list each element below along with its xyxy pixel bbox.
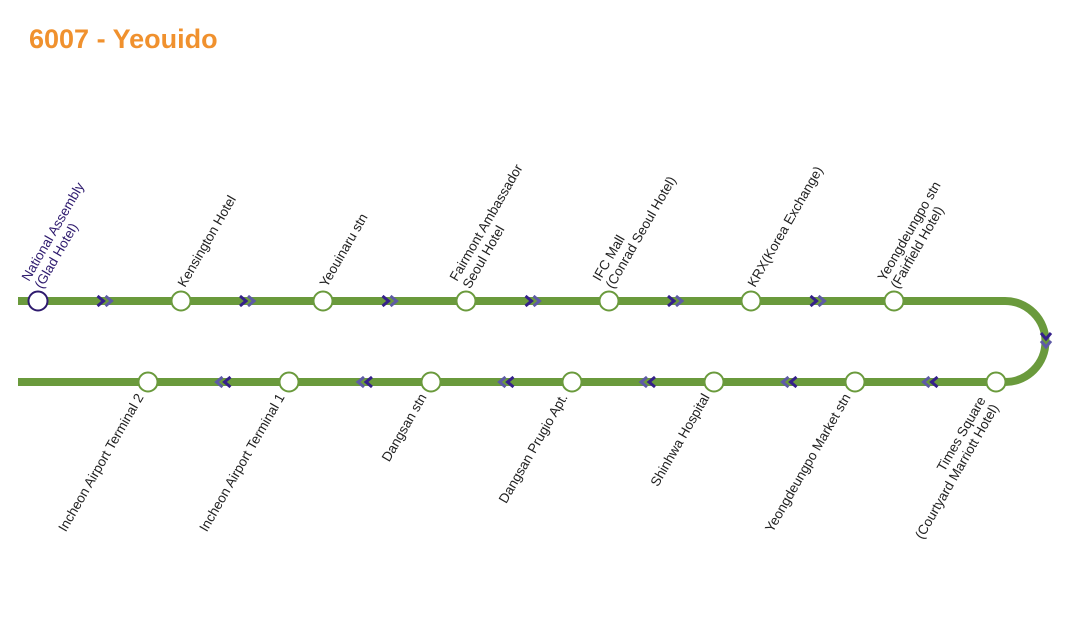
station-marker[interactable]	[985, 371, 1007, 393]
station-marker[interactable]	[137, 371, 159, 393]
station-marker[interactable]	[740, 290, 762, 312]
station-label: Yeouinaru stn	[317, 211, 371, 290]
station-marker[interactable]	[598, 290, 620, 312]
direction-arrow-icon	[809, 294, 827, 308]
direction-arrow-icon	[1039, 332, 1053, 350]
station-marker[interactable]	[420, 371, 442, 393]
direction-arrow-icon	[239, 294, 257, 308]
route-line	[18, 297, 1050, 386]
direction-arrow-icon	[638, 375, 656, 389]
direction-arrow-icon	[355, 375, 373, 389]
station-marker[interactable]	[170, 290, 192, 312]
current-station-marker[interactable]	[27, 290, 49, 312]
station-label-line: Kensington Hotel	[175, 193, 239, 290]
station-label-line: Dangsan stn	[379, 391, 430, 464]
station-label: National Assembly(Glad Hotel)	[19, 180, 101, 291]
station-label-line: Incheon Airport Terminal 1	[196, 391, 287, 534]
station-label: Dangsan Prugio Apt.	[496, 391, 571, 506]
direction-arrow-icon	[667, 294, 685, 308]
direction-arrow-icon	[524, 294, 542, 308]
station-marker[interactable]	[561, 371, 583, 393]
station-label: KRX(Korea Exchange)	[745, 164, 826, 290]
station-label: IFC Mall(Conrad Seoul Hotel)	[590, 166, 679, 291]
station-label: Dangsan stn	[379, 391, 430, 464]
station-marker[interactable]	[312, 290, 334, 312]
station-label-line: Yeongdeungpo Market stn	[762, 391, 854, 535]
station-label: Kensington Hotel	[175, 193, 239, 290]
station-label-line: KRX(Korea Exchange)	[745, 164, 826, 290]
station-marker[interactable]	[455, 290, 477, 312]
station-label-line: (Courtyard Marriott Hotel)	[912, 402, 1002, 542]
station-label-line: Yeouinaru stn	[317, 211, 371, 290]
station-label: Yeongdeungpo stn(Fairfield Hotel)	[875, 179, 957, 291]
station-label-line: Dangsan Prugio Apt.	[496, 391, 571, 506]
station-label-line: Incheon Airport Terminal 2	[55, 391, 146, 534]
station-label: Shinhwa Hospital	[647, 391, 712, 489]
station-marker[interactable]	[844, 371, 866, 393]
route-title: 6007 - Yeouido	[29, 24, 218, 54]
station-marker[interactable]	[703, 371, 725, 393]
station-label: Yeongdeungpo Market stn	[762, 391, 854, 535]
direction-arrow-icon	[497, 375, 515, 389]
direction-arrow-icon	[381, 294, 399, 308]
station-marker[interactable]	[278, 371, 300, 393]
station-marker[interactable]	[883, 290, 905, 312]
station-label: Times Square(Courtyard Marriott Hotel)	[899, 394, 1002, 542]
station-label: Fairmont AmbassadorSeoul Hotel	[447, 161, 539, 291]
direction-arrow-icon	[780, 375, 798, 389]
direction-arrow-icon	[214, 375, 232, 389]
station-label: Incheon Airport Terminal 1	[196, 391, 287, 534]
station-label-line: Shinhwa Hospital	[647, 391, 712, 489]
station-label: Incheon Airport Terminal 2	[55, 391, 146, 534]
direction-arrow-icon	[921, 375, 939, 389]
direction-arrow-icon	[96, 294, 114, 308]
